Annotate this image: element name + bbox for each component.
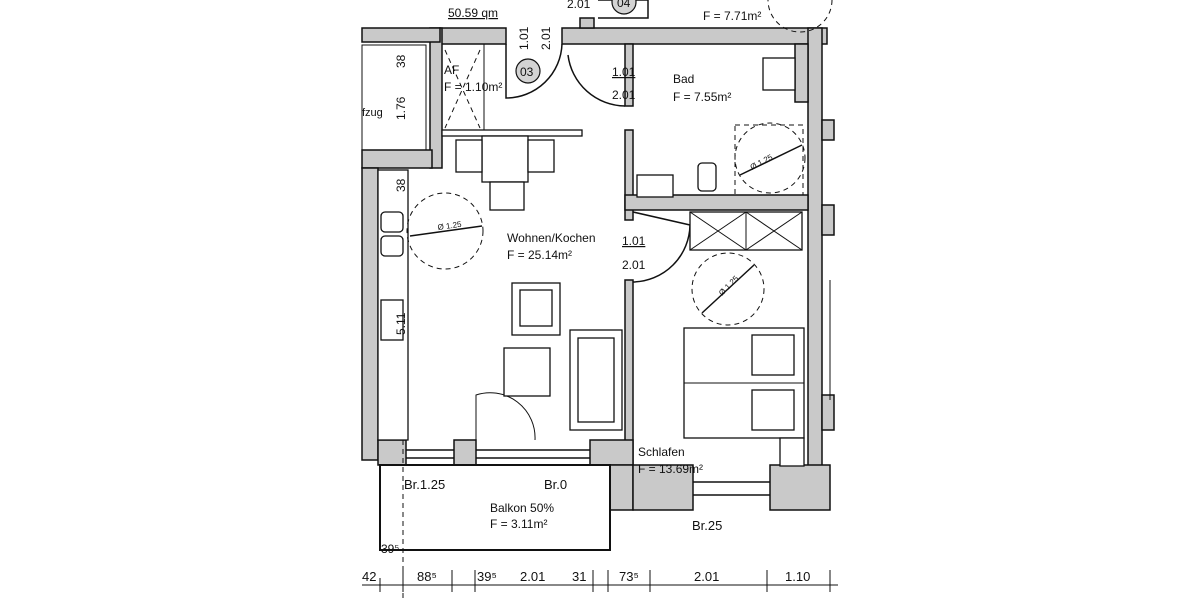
total-area: 50.59 qm: [448, 6, 498, 20]
schlafen-door-height: 2.01: [622, 258, 646, 272]
balcony-dim: 39⁵: [381, 542, 399, 556]
window-balcony-left: Br.1.25: [404, 477, 445, 492]
balkon-name: Balkon 50%: [490, 501, 554, 515]
top-door-height: 2.01: [567, 0, 591, 11]
dining-table: [455, 135, 555, 211]
entry-door-width: 1.01: [517, 26, 531, 50]
bad-area: F = 7.55m²: [673, 90, 731, 104]
dim-label: 1.10: [785, 569, 810, 584]
toilet-icon: [697, 162, 717, 192]
dim-label: 42: [362, 569, 376, 584]
sink-icon: [380, 211, 404, 233]
double-bed: [683, 327, 805, 467]
af-area: F = 1.10m²: [444, 80, 502, 94]
kitchen-dim: 5.11: [394, 312, 408, 335]
dim-label: 88⁵: [417, 569, 437, 584]
balcony: [379, 464, 611, 551]
bad-door-width: 1.01: [612, 65, 636, 79]
door-tag-04-label: 04: [617, 0, 631, 10]
door-tag-03-label: 03: [520, 65, 534, 79]
turning-circle-living: Ø 1.25: [437, 220, 463, 232]
entry-door-height: 2.01: [539, 26, 553, 50]
af-name: AF: [444, 63, 459, 77]
balkon-area: F = 3.11m²: [490, 517, 547, 531]
flur-area: F = 7.71m²: [703, 9, 761, 23]
window-schlafen: Br.25: [692, 518, 722, 533]
dim-label: 2.01: [520, 569, 545, 584]
door-tag-04: [611, 0, 637, 15]
elevator-label: fzug: [362, 107, 383, 119]
schlafen-door-width: 1.01: [622, 234, 646, 248]
bad-name: Bad: [673, 72, 694, 86]
door-tag-03: [515, 58, 541, 84]
washbasin-icon: [762, 57, 796, 91]
schlafen-area: F = 13.69m²: [638, 462, 703, 476]
turning-circle-bad: Ø 1.25: [749, 152, 775, 171]
walls: [361, 17, 835, 511]
dim-label: 2.01: [694, 569, 719, 584]
elevator-dim-mid: 1.76: [394, 96, 408, 120]
schlafen-name: Schlafen: [638, 445, 685, 459]
elevator-dim-top: 38: [394, 54, 408, 68]
dim-label: 73⁵: [619, 569, 639, 584]
windows: [406, 280, 831, 496]
dimension-ticks: [379, 570, 831, 592]
dim-label: 31: [572, 569, 586, 584]
dim-label: 39⁵: [477, 569, 497, 584]
turning-circle-schlafen: Ø 1.25: [717, 274, 741, 298]
elevator-dim-bottom: 38: [394, 178, 408, 192]
wohnen-name: Wohnen/Kochen: [507, 231, 596, 245]
bottom-dimensions: 42 88⁵ 39⁵ 2.01 31 73⁵ 2.01 1.10: [362, 569, 810, 584]
wohnen-area: F = 25.14m²: [507, 248, 572, 262]
window-balcony-door: Br.0: [544, 477, 567, 492]
coffee-table: [503, 347, 551, 397]
bad-door-height: 2.01: [612, 88, 636, 102]
